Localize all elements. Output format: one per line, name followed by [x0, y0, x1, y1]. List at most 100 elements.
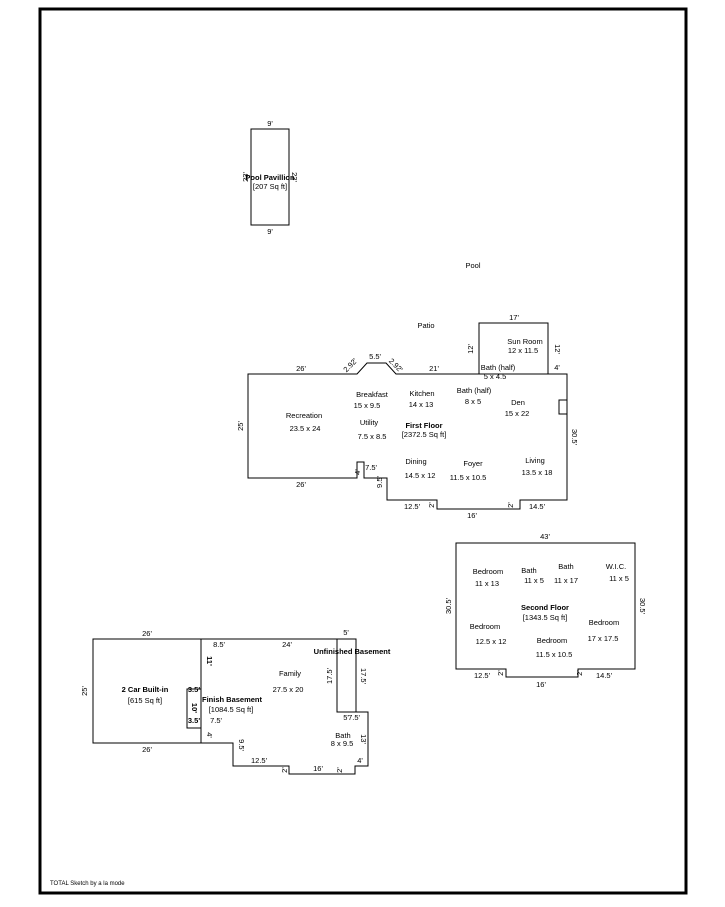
unfinished-basement-outline: [337, 638, 357, 712]
bsmt-dim-35-bottom: 3.5': [188, 716, 200, 725]
sf-room-bedroom-4-size: 17 x 17.5: [588, 634, 619, 643]
sf-dim-145: 14.5': [596, 671, 613, 680]
bsmt-dim-75-inner: 7.5': [348, 713, 360, 722]
room-den-size: 15 x 22: [505, 409, 530, 418]
garage-title: 2 Car Built-in: [122, 685, 169, 694]
room-breakfast-name: Breakfast: [356, 390, 389, 399]
bsmt-dim-35-top: 3.5': [188, 685, 200, 694]
sf-dim-2-left: 2': [496, 670, 505, 676]
room-bath-half-2-size: 8 x 5: [465, 397, 481, 406]
pavilion-area: [207 Sq ft]: [253, 182, 287, 191]
room-utility-name: Utility: [360, 418, 379, 427]
room-sun-room-name: Sun Room: [507, 337, 542, 346]
bsmt-dim-4-bottom: 4': [357, 756, 363, 765]
room-living-name: Living: [525, 456, 545, 465]
room-utility-size: 7.5 x 8.5: [358, 432, 387, 441]
sf-room-bedroom-3-name: Bedroom: [537, 636, 567, 645]
bsmt-dim-24: 24': [282, 640, 292, 649]
garage-dim-top: 26': [142, 629, 152, 638]
first-floor-outline: [247, 322, 568, 510]
sf-room-bath-2-size: 11 x 17: [554, 576, 578, 585]
sf-room-bedroom-1-size: 11 x 13: [475, 579, 499, 588]
room-den-name: Den: [511, 398, 525, 407]
ff-dim-75: 7.5': [365, 463, 377, 472]
room-foyer-size: 11.5 x 10.5: [450, 473, 487, 482]
ff-dim-16: 16': [467, 511, 477, 520]
ff-dim-305: 30.5': [570, 429, 579, 446]
ff-dim-125: 12.5': [404, 502, 421, 511]
bsmt-dim-175-right: 17.5': [359, 668, 368, 685]
garage-dim-bottom: 26': [142, 745, 152, 754]
bsmt-dim-5-top: 5': [343, 628, 349, 637]
room-dining-size: 14.5 x 12: [405, 471, 436, 480]
fireplace-mark: [558, 399, 568, 415]
ff-dim-4-small: 4': [353, 469, 362, 475]
bsmt-dim-10: 10': [190, 703, 199, 713]
bsmt-dim-16: 16': [313, 764, 323, 773]
room-kitchen-name: Kitchen: [409, 389, 434, 398]
ff-dim-292-left: 2.92': [341, 356, 359, 374]
basement-title: Finish Basement: [202, 695, 263, 704]
bsmt-dim-125: 12.5': [251, 756, 268, 765]
bsmt-dim-13: 13': [359, 734, 368, 744]
sf-room-bath-1-name: Bath: [521, 566, 536, 575]
ff-dim-26-top: 26': [296, 364, 306, 373]
garage-area: [615 Sq ft]: [128, 696, 162, 705]
bsmt-dim-2-left: 2': [280, 767, 289, 773]
ff-dim-55: 5.5': [369, 352, 381, 361]
sf-room-bedroom-1-name: Bedroom: [473, 567, 503, 576]
first-floor-title: First Floor: [405, 421, 442, 430]
unfinished-basement-title: Unfinished Basement: [314, 647, 391, 656]
room-living-size: 13.5 x 18: [522, 468, 553, 477]
room-bath-half-2-name: Bath (half): [457, 386, 492, 395]
pool-pavilion-outline: [250, 128, 290, 226]
bsmt-dim-4: 4': [205, 732, 214, 738]
pavilion-dim-right: 23': [290, 172, 299, 182]
sf-dim-2-right: 2': [575, 670, 584, 676]
bsmt-room-family-size: 27.5 x 20: [273, 685, 304, 694]
pavilion-dim-top: 9': [267, 119, 273, 128]
room-recreation-size: 23.5 x 24: [290, 424, 321, 433]
basement: 8.5' 24' 5' 11' 3.5' 10' 3.5' 4' 7.5' 17…: [188, 628, 391, 775]
ff-dim-26-bottom: 26': [296, 480, 306, 489]
bsmt-room-bath-size: 8 x 9.5: [331, 739, 354, 748]
bsmt-dim-175-left: 17.5': [325, 667, 334, 684]
first-floor-area: [2372.5 Sq ft]: [402, 430, 447, 439]
garage: 26' 25' 26' 2 Car Built-in [615 Sq ft]: [80, 629, 202, 754]
room-foyer-name: Foyer: [463, 459, 483, 468]
room-bath-half-1-size: 5 x 4.5: [484, 372, 507, 381]
room-sun-room-size: 12 x 11.5: [508, 346, 538, 355]
sf-room-bedroom-4-name: Bedroom: [589, 618, 619, 627]
second-floor-area: [1343.5 Sq ft]: [523, 613, 568, 622]
ff-dim-25: 25': [236, 421, 245, 431]
pool-pavilion: 9' 9' 23' 23' Pool Pavillion [207 Sq ft]: [241, 119, 299, 236]
first-floor: 26' 2.92' 5.5' 2.92' 21' 17' 12' 12' 4' …: [236, 313, 579, 520]
pavilion-title: Pool Pavillion: [245, 173, 295, 182]
ff-dim-17: 17': [509, 313, 519, 322]
ff-dim-12-right: 12': [553, 344, 562, 354]
basement-outline: [200, 638, 369, 775]
sf-dim-305-left: 30.5': [444, 597, 453, 614]
sf-room-bedroom-2-name: Bedroom: [470, 622, 500, 631]
ff-dim-12-left: 12': [466, 344, 475, 354]
sf-room-bedroom-3-size: 11.5 x 10.5: [536, 650, 573, 659]
bsmt-dim-11: 11': [205, 656, 214, 666]
pavilion-dim-bottom: 9': [267, 227, 273, 236]
second-floor-outline: [455, 542, 636, 678]
ff-dim-2-right: 2': [506, 502, 515, 508]
sf-room-wic-size: 11 x 5: [609, 574, 629, 583]
garage-dim-left: 25': [80, 686, 89, 696]
second-floor-title: Second Floor: [521, 603, 569, 612]
footer-credit: TOTAL Sketch by a la mode: [50, 881, 125, 887]
bsmt-dim-75: 7.5': [210, 716, 222, 725]
bsmt-dim-2-right: 2': [335, 767, 344, 773]
ff-dim-95: 9.5': [375, 476, 384, 488]
sf-dim-43: 43': [540, 532, 550, 541]
room-recreation-name: Recreation: [286, 411, 322, 420]
sf-dim-305-right: 30.5': [638, 598, 647, 615]
basement-area: [1084.5 Sq ft]: [209, 705, 254, 714]
bsmt-room-family-name: Family: [279, 669, 301, 678]
bsmt-dim-85: 8.5': [213, 640, 225, 649]
room-breakfast-size: 15 x 9.5: [354, 401, 381, 410]
